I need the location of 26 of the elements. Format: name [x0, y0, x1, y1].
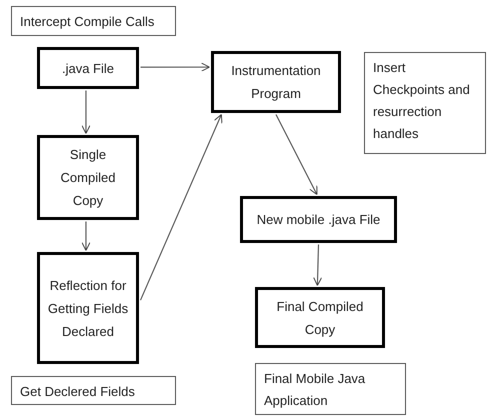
arrow [276, 114, 318, 195]
arrow [140, 62, 210, 72]
node-label: Final Mobile Java Application [264, 370, 366, 410]
node-label: Get Declered Fields [20, 383, 136, 401]
node-label: Reflection for Getting Fields Declared [46, 276, 130, 340]
arrow [313, 244, 322, 286]
arrow [81, 222, 90, 251]
process-box [240, 196, 397, 243]
node-label: Instrumentation Program [230, 62, 322, 103]
node-label: Final Compiled Copy [276, 298, 364, 339]
process-box [37, 47, 139, 89]
process-box [37, 252, 139, 364]
arrow [81, 90, 90, 134]
node-label: Single Compiled Copy [60, 146, 116, 210]
arrow [140, 114, 222, 300]
node-label: Insert Checkpoints and resurrection handles [373, 59, 471, 143]
note-box [11, 376, 176, 405]
process-box [255, 287, 385, 348]
process-box [37, 135, 139, 220]
node-label: New mobile .java File [256, 211, 380, 229]
note-box [255, 363, 406, 415]
note-box [11, 6, 176, 36]
note-box [364, 52, 486, 154]
node-label: Intercept Compile Calls [20, 13, 156, 31]
process-box [211, 51, 341, 113]
node-label: .java File [62, 60, 114, 78]
